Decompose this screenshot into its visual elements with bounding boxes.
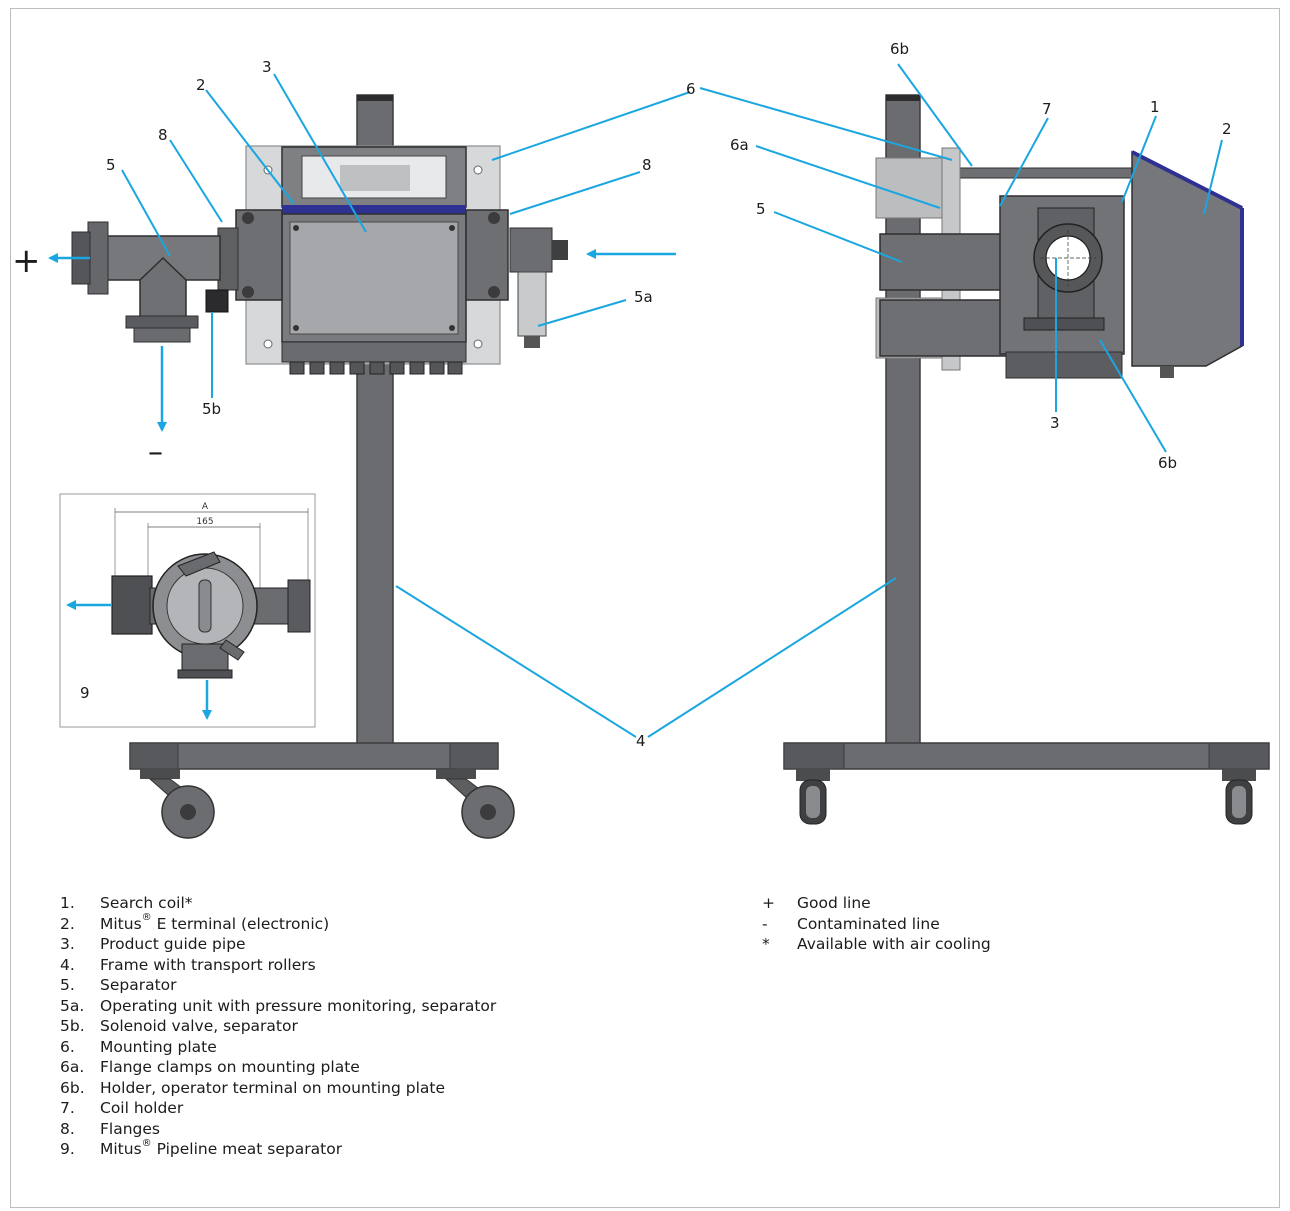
legend-item-number: 6b. — [60, 1078, 85, 1097]
legend-item-text: Solenoid valve, separator — [100, 1017, 298, 1035]
callout-5a: 5a — [634, 288, 653, 306]
legend-item-text: Product guide pipe — [100, 935, 246, 953]
callout-6b-top: 6b — [890, 40, 909, 58]
callout-5-right: 5 — [756, 200, 766, 218]
legend-symbol-text: Good line — [797, 894, 871, 912]
legend-item-number: 1. — [60, 894, 75, 912]
solenoid-valve — [205, 289, 229, 313]
callout-3-right: 3 — [1050, 414, 1060, 432]
legend-item: 8. Flanges — [60, 1119, 496, 1140]
good-line-symbol: + — [12, 241, 41, 281]
callout-2: 2 — [196, 76, 206, 94]
legend-item-text: Mitus® E terminal (electronic) — [100, 912, 330, 935]
legend-symbol-text: Contaminated line — [797, 914, 940, 933]
contaminated-line-symbol: – — [148, 435, 163, 470]
legend-symbol: - — [762, 914, 768, 933]
legend-item-number: 6. — [60, 1037, 75, 1056]
callout-7: 7 — [1042, 100, 1052, 118]
legend-item: 5. Separator — [60, 975, 496, 996]
operating-unit — [509, 227, 568, 348]
legend-item-number: 6a. — [60, 1058, 85, 1076]
callout-6a: 6a — [730, 136, 749, 154]
legend-item: 4. Frame with transport rollers — [60, 955, 496, 976]
legend-item-number: 5. — [60, 976, 75, 994]
legend-left: 1.Search coil*2.Mitus® E terminal (elect… — [60, 893, 496, 1160]
inset-dim-165: 165 — [196, 517, 213, 527]
leader-lines — [121, 63, 1223, 738]
legend-item-rest: Pipeline meat separator — [151, 1140, 343, 1158]
legend-item-text: Frame with transport rollers — [100, 955, 316, 974]
legend-item-text: Coil holder — [100, 1099, 184, 1117]
callout-8-right: 8 — [642, 156, 652, 174]
caster-wheel — [1222, 769, 1256, 825]
flange-right — [465, 209, 509, 301]
inset-dim-a: A — [202, 502, 209, 512]
legend-item-text: Search coil* — [100, 894, 193, 912]
legend-item-number: 8. — [60, 1119, 75, 1138]
legend-item-number: 5a. — [60, 996, 85, 1015]
callout-2-right: 2 — [1222, 120, 1232, 138]
callout-1: 1 — [1150, 98, 1160, 116]
callout-8: 8 — [158, 126, 168, 144]
terminal-side — [1131, 150, 1243, 367]
legend-item: 2. Mitus® E terminal (electronic) — [60, 912, 496, 935]
flange-left — [235, 209, 283, 301]
legend-item-brand: Mitus — [100, 914, 142, 933]
caster-wheel — [436, 769, 515, 839]
legend-symbol: + — [762, 894, 775, 912]
frame-base — [129, 742, 499, 770]
registered-mark: ® — [141, 912, 152, 924]
legend-item: 5b. Solenoid valve, separator — [60, 1016, 496, 1037]
legend-item-text: Operating unit with pressure monitoring,… — [100, 996, 497, 1015]
flow-arrows — [48, 249, 676, 720]
registered-mark: ® — [141, 1137, 152, 1149]
legend-item: 6b. Holder, operator terminal on mounting… — [60, 1078, 496, 1099]
legend-item-rest: E terminal (electronic) — [151, 914, 330, 933]
legend-item: 6a. Flange clamps on mounting plate — [60, 1057, 496, 1078]
callout-6: 6 — [686, 80, 696, 98]
legend-symbol-item: * Available with air cooling — [762, 934, 991, 955]
legend-item: 6. Mounting plate — [60, 1037, 496, 1058]
diagram-frame — [10, 8, 1280, 1208]
legend-item-number: 4. — [60, 955, 75, 974]
callout-3: 3 — [262, 58, 272, 76]
legend-item-number: 3. — [60, 935, 75, 953]
legend-item: 1. Search coil* — [60, 893, 496, 914]
callout-9: 9 — [80, 684, 90, 702]
legend-item-text: Mitus® Pipeline meat separator — [100, 1137, 343, 1160]
callout-5: 5 — [106, 156, 116, 174]
legend-item-text: Flange clamps on mounting plate — [100, 1058, 360, 1076]
front-view-machine — [71, 94, 568, 839]
legend-item: 9. Mitus® Pipeline meat separator — [60, 1137, 496, 1160]
legend-item: 3. Product guide pipe — [60, 934, 496, 955]
frame-base — [783, 742, 1270, 770]
legend-item-text: Holder, operator terminal on mounting pl… — [100, 1078, 446, 1097]
legend-symbol-item: - Contaminated line — [762, 914, 991, 935]
legend-item-number: 2. — [60, 914, 75, 933]
caster-wheel — [796, 769, 830, 825]
legend-symbol: * — [762, 935, 770, 953]
callout-6b-bottom: 6b — [1158, 454, 1177, 472]
legend-item: 7. Coil holder — [60, 1098, 496, 1119]
separator-coupling — [217, 227, 239, 291]
legend-item-text: Mounting plate — [100, 1037, 217, 1056]
legend-item-text: Separator — [100, 976, 177, 994]
legend-item-brand: Mitus — [100, 1140, 142, 1158]
legend-item-text: Flanges — [100, 1119, 160, 1138]
legend-item-number: 5b. — [60, 1017, 85, 1035]
side-view-machine — [783, 94, 1270, 825]
legend-item: 5a. Operating unit with pressure monitori… — [60, 996, 496, 1017]
legend-right: + Good line - Contaminated line * Available w… — [762, 893, 991, 955]
legend-symbol-item: + Good line — [762, 893, 991, 914]
callout-5b: 5b — [202, 400, 221, 418]
legend-item-number: 9. — [60, 1140, 75, 1158]
callout-labels: 5 8 2 3 6 8 5a 5b 4 6b 7 1 2 6a 5 3 6b +… — [12, 40, 1232, 750]
inset-separator-detail: A 165 9 — [59, 493, 316, 728]
callout-4: 4 — [636, 732, 646, 750]
caster-wheel — [140, 769, 215, 839]
legend-item-number: 7. — [60, 1099, 75, 1117]
legend-symbol-text: Available with air cooling — [797, 935, 991, 953]
